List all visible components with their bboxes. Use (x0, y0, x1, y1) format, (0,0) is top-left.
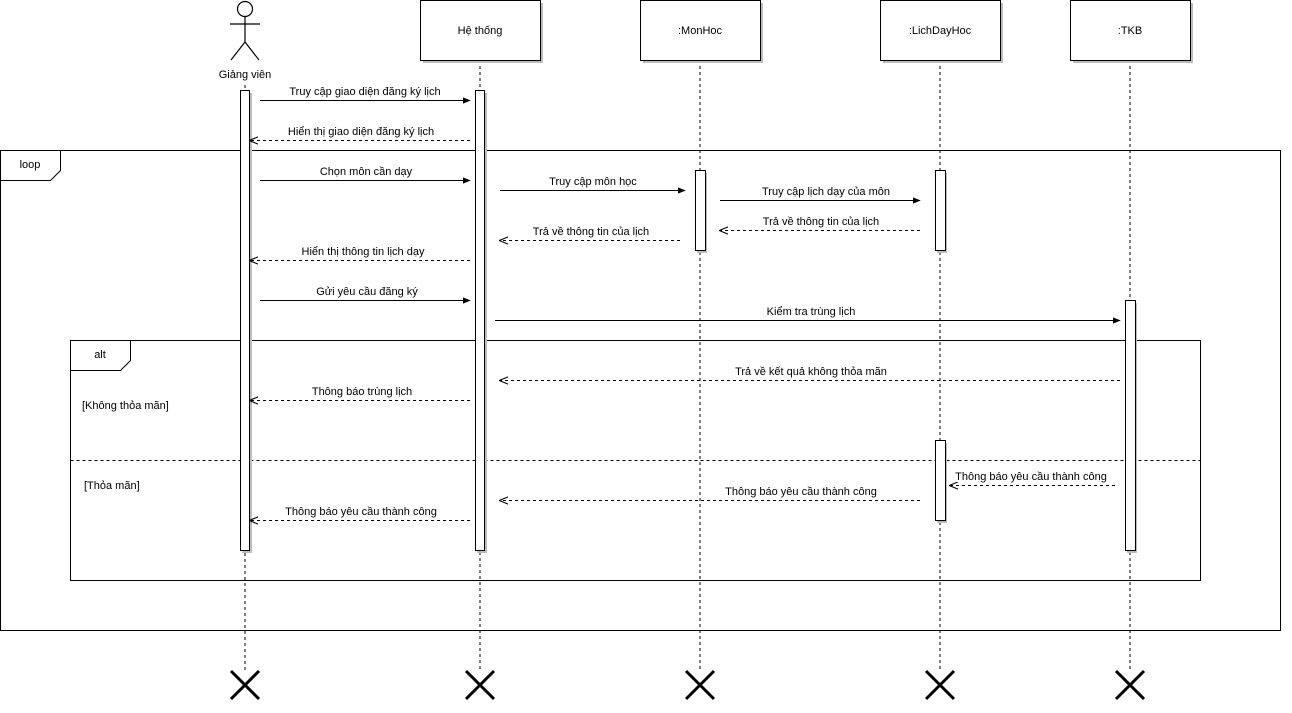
destroy-icon (229, 669, 261, 701)
actor-icon (230, 0, 260, 61)
message-label: Trả về thông tin của lịch (763, 216, 879, 228)
activation-system (475, 90, 485, 551)
message: Thông báo yêu cầu thành công (950, 469, 1115, 486)
message: Hiển thị giao diện đăng ký lịch (250, 124, 470, 141)
alt-tab (70, 340, 131, 371)
actor-giang-vien: Giảng viên (219, 0, 272, 81)
message-label: Truy cập lịch dạy của môn (762, 186, 890, 198)
participant-label: :LichDayHoc (909, 25, 972, 37)
actor-name: Giảng viên (219, 69, 272, 81)
loop-tab (0, 150, 61, 181)
message: Hiển thị thông tin lịch dạy (250, 244, 470, 261)
message-label: Hiển thị thông tin lịch dạy (302, 246, 425, 258)
message: Truy cập giao diện đăng ký lịch (260, 84, 471, 104)
activation-actor (240, 90, 250, 551)
activations (240, 90, 1137, 553)
message: Truy cập môn học (500, 174, 686, 194)
message: Trả về thông tin của lịch (720, 214, 920, 231)
participant-label: Hệ thống (458, 25, 503, 37)
destroy-icon (464, 669, 496, 701)
participant-label: :MonHoc (678, 25, 723, 37)
participant-tkb: :TKB (1070, 0, 1193, 63)
loop-fragment: loop (0, 150, 1281, 631)
message-label: Trả về thông tin của lịch (533, 226, 649, 238)
messages: Truy cập giao diện đăng ký lịch Hiển thị… (250, 84, 1121, 521)
alt-fragment: alt [Không thỏa mãn] [Thỏa mãn] (70, 340, 1201, 581)
message-label: Thông báo yêu cầu thành công (955, 471, 1107, 483)
message: Thông báo yêu cầu thành công (500, 484, 920, 501)
message: Gửi yêu cầu đăng ký (260, 284, 471, 304)
participant-system: Hệ thống (420, 0, 543, 63)
destroy-icon (684, 669, 716, 701)
message: Trả về kết quả không thỏa mãn (500, 364, 1120, 381)
message-label: Thông báo yêu cầu thành công (285, 506, 437, 518)
message-label: Thông báo trùng lịch (312, 386, 412, 398)
message: Trả về thông tin của lịch (500, 224, 680, 241)
lifelines (244, 60, 1131, 670)
destroy-icon (1114, 669, 1146, 701)
alt-label: alt (94, 349, 106, 361)
participant-lich: :LichDayHoc (880, 0, 1003, 63)
message: Truy cập lịch dạy của môn (720, 184, 921, 204)
activation-monhoc (695, 170, 706, 251)
message-label: Kiểm tra trùng lịch (767, 306, 856, 318)
message: Kiểm tra trùng lịch (495, 304, 1121, 324)
message-label: Truy cập môn học (549, 176, 637, 188)
destroy-icon (924, 669, 956, 701)
alt-guard-2: [Thỏa mãn] (84, 480, 140, 492)
destroy-markers (229, 669, 1146, 701)
participant-label: :TKB (1118, 25, 1142, 37)
message-label: Thông báo yêu cầu thành công (725, 486, 877, 498)
message-label: Hiển thị giao diện đăng ký lịch (288, 126, 434, 138)
loop-label: loop (20, 159, 41, 171)
message: Chọn môn cần dạy (260, 164, 471, 184)
participant-monhoc: :MonHoc (640, 0, 763, 63)
message-label: Truy cập giao diện đăng ký lịch (289, 86, 440, 98)
message: Thông báo trùng lịch (250, 384, 470, 401)
activation-tkb (1125, 300, 1136, 551)
message-label: Trả về kết quả không thỏa mãn (735, 366, 887, 378)
message-label: Chọn môn cần dạy (320, 166, 413, 178)
message-label: Gửi yêu cầu đăng ký (316, 286, 418, 298)
activation-lich-2 (935, 440, 946, 521)
alt-guard-1: [Không thỏa mãn] (82, 400, 169, 412)
message: Thông báo yêu cầu thành công (250, 504, 470, 521)
activation-lich (935, 170, 946, 251)
